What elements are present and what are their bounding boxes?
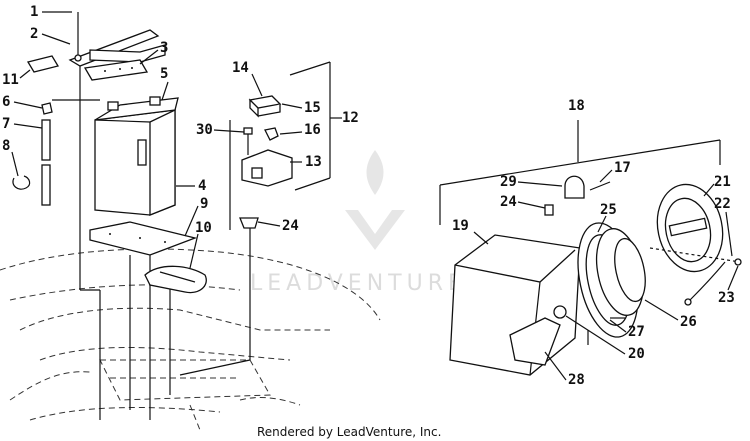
callout-1: 1 (30, 4, 38, 20)
callout-30: 30 (196, 122, 213, 138)
callout-5: 5 (160, 66, 168, 82)
callout-20: 20 (628, 346, 645, 362)
callout-4: 4 (198, 178, 206, 194)
battery (94, 96, 179, 216)
vent-tube (12, 102, 53, 206)
callout-27: 27 (628, 324, 645, 340)
callout-13: 13 (305, 154, 322, 170)
housing-19 (449, 234, 581, 376)
callout-6: 6 (2, 94, 10, 110)
callout-7: 7 (2, 116, 10, 132)
callout-14: 14 (232, 60, 249, 76)
lid-26 (595, 228, 646, 316)
watermark-text: LEADVENTURE (250, 271, 467, 296)
callout-8: 8 (2, 138, 10, 154)
tether-cord (649, 247, 742, 306)
callout-15: 15 (304, 100, 321, 116)
callout-2: 2 (30, 26, 38, 42)
pad-11 (26, 55, 60, 73)
callout-18: 18 (568, 98, 585, 114)
pad-9 (89, 221, 198, 256)
callout-10: 10 (195, 220, 212, 236)
callout-9: 9 (200, 196, 208, 212)
small-parts (544, 175, 625, 345)
leader-lines (52, 60, 251, 420)
callout-11: 11 (2, 72, 19, 88)
cap-21 (656, 183, 724, 273)
callout-22: 22 (714, 196, 731, 212)
callout-3: 3 (160, 40, 168, 56)
pad-3 (83, 59, 149, 81)
callout-16: 16 (304, 122, 321, 138)
watermark: LEADVENTURE (250, 150, 467, 296)
vehicle-outline (0, 248, 381, 431)
callout-29: 29 (500, 174, 517, 190)
assembly-bracket-18 (439, 120, 721, 225)
callout-labels: 1 2 3 4 5 6 7 8 9 10 11 12 13 14 15 16 1… (2, 4, 739, 388)
callout-23: 23 (718, 290, 735, 306)
callout-21: 21 (714, 174, 731, 190)
bag-10 (144, 265, 207, 294)
callout-25: 25 (600, 202, 617, 218)
footer-credit: Rendered by LeadVenture, Inc. (257, 425, 441, 439)
callout-12: 12 (342, 110, 359, 126)
callout-26: 26 (680, 314, 697, 330)
callout-17: 17 (614, 160, 631, 176)
callout-24-left: 24 (282, 218, 299, 234)
callout-19: 19 (452, 218, 469, 234)
callout-24-right: 24 (500, 194, 517, 210)
callout-28: 28 (568, 372, 585, 388)
fuse-holder-bracket (239, 61, 342, 229)
hold-down-strap (68, 12, 166, 67)
